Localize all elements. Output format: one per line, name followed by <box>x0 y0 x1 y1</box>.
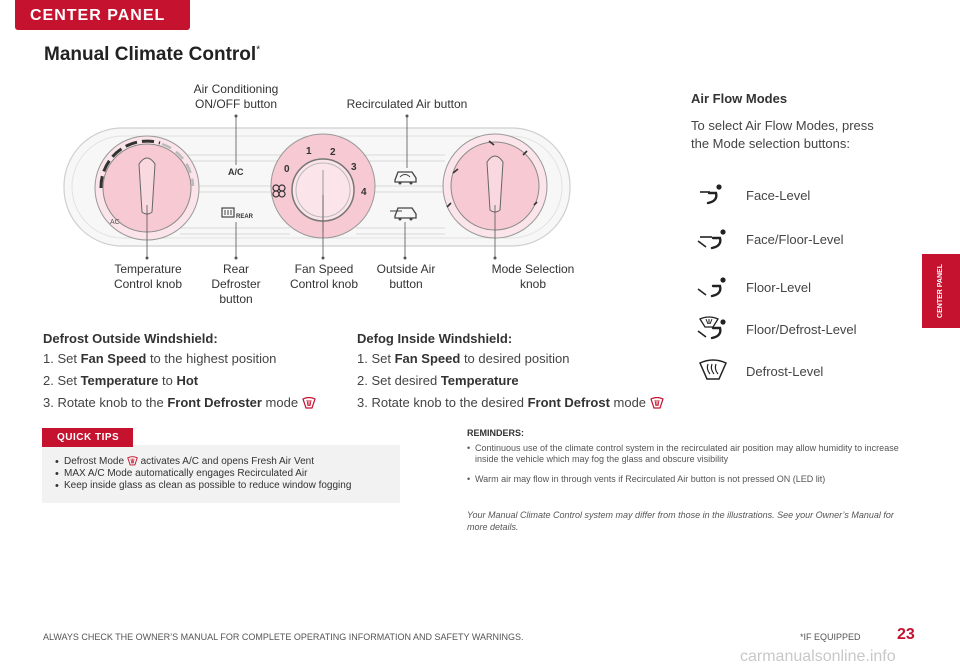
callout-recirculated-air: Recirculated Air button <box>346 97 468 111</box>
footer-warning: ALWAYS CHECK THE OWNER’S MANUAL FOR COMP… <box>43 632 524 642</box>
outside-air-button[interactable] <box>390 207 417 221</box>
disclaimer: Your Manual Climate Control system may d… <box>467 510 894 532</box>
fan-icon <box>272 184 286 198</box>
reminders-title: REMINDERS: <box>467 428 525 438</box>
defrost-outside-step-3: 3. Rotate knob to the Front Defroster mo… <box>43 395 316 410</box>
defog-inside-step-3: 3. Rotate knob to the desired Front Defr… <box>357 395 664 410</box>
reminder-item: Continuous use of the climate control sy… <box>467 443 907 465</box>
defrost-icon <box>127 456 138 466</box>
mode-defrost-level: Defrost-Level <box>696 356 823 386</box>
face-level-icon <box>700 184 722 205</box>
defrost-icon <box>649 397 664 409</box>
quick-tips-label: QUICK TIPS <box>42 428 133 447</box>
quick-tip-item: MAX A/C Mode automatically engages Recir… <box>55 468 394 480</box>
mode-selection-knob[interactable] <box>442 133 548 239</box>
callout-temperature-knob: Temperature Control knob <box>113 262 183 291</box>
side-section-tab: CENTER PANEL <box>922 254 960 328</box>
callout-mode-knob: Mode Selection knob <box>491 262 575 291</box>
air-flow-intro: To select Air Flow Modes, press the Mode… <box>691 118 874 151</box>
page-number: 23 <box>897 626 915 643</box>
defrost-outside-step-1: 1. Set Fan Speed to the highest position <box>43 351 277 366</box>
svg-text:A/C: A/C <box>228 167 244 177</box>
ac-button[interactable]: A/C <box>228 167 244 177</box>
svg-text:4: 4 <box>361 187 367 198</box>
svg-text:1: 1 <box>306 146 312 157</box>
callout-rear-defroster: Rear Defroster button <box>211 262 261 306</box>
reminder-item: Warm air may flow in through vents if Re… <box>467 474 907 485</box>
defrost-outside-step-2: 2. Set Temperature to Hot <box>43 373 199 388</box>
air-flow-modes-title: Air Flow Modes <box>691 91 788 106</box>
face-floor-level-icon <box>697 229 726 250</box>
floor-defrost-level-icon <box>697 316 726 340</box>
callout-ac-button: Air Conditioning ON/OFF button <box>193 82 279 111</box>
watermark: carmanualsonline.info <box>740 648 896 665</box>
mode-floor-defrost-level: Floor/Defrost-Level <box>696 314 857 344</box>
quick-tip-item: Defrost Mode activates A/C and opens Fre… <box>55 456 394 468</box>
ac-small-label: AC <box>110 219 120 226</box>
rear-defroster-button[interactable]: REAR <box>221 207 254 220</box>
climate-panel-diagram: AC A/C REAR 0 1 2 3 4 <box>0 0 680 320</box>
svg-text:REAR: REAR <box>236 214 254 220</box>
floor-level-icon <box>697 277 726 298</box>
svg-text:0: 0 <box>284 164 290 175</box>
defog-inside-step-2: 2. Set desired Temperature <box>357 373 519 388</box>
defrost-level-icon <box>699 359 727 380</box>
svg-text:3: 3 <box>351 162 357 173</box>
svg-text:2: 2 <box>330 147 336 158</box>
quick-tips-list: Defrost Mode activates A/C and opens Fre… <box>55 456 394 492</box>
defog-inside-step-1: 1. Set Fan Speed to desired position <box>357 351 570 366</box>
defog-inside-title: Defog Inside Windshield: <box>357 331 513 346</box>
quick-tip-item: Keep inside glass as clean as possible t… <box>55 480 394 492</box>
mode-floor-level: Floor-Level <box>696 272 811 302</box>
mode-face-floor-level: Face/Floor-Level <box>696 224 844 254</box>
callout-fan-knob: Fan Speed Control knob <box>289 262 359 291</box>
section-tab: CENTER PANEL <box>15 0 190 30</box>
page-title: Manual Climate Control* <box>44 44 261 65</box>
mode-face-level: Face-Level <box>696 180 810 210</box>
footer-if-equipped: *IF EQUIPPED <box>800 632 861 642</box>
defrost-icon <box>301 397 316 409</box>
temperature-control-knob[interactable] <box>94 135 200 241</box>
callout-outside-air: Outside Air button <box>376 262 436 291</box>
defrost-outside-title: Defrost Outside Windshield: <box>43 331 218 346</box>
recirculated-air-button[interactable] <box>394 171 417 185</box>
